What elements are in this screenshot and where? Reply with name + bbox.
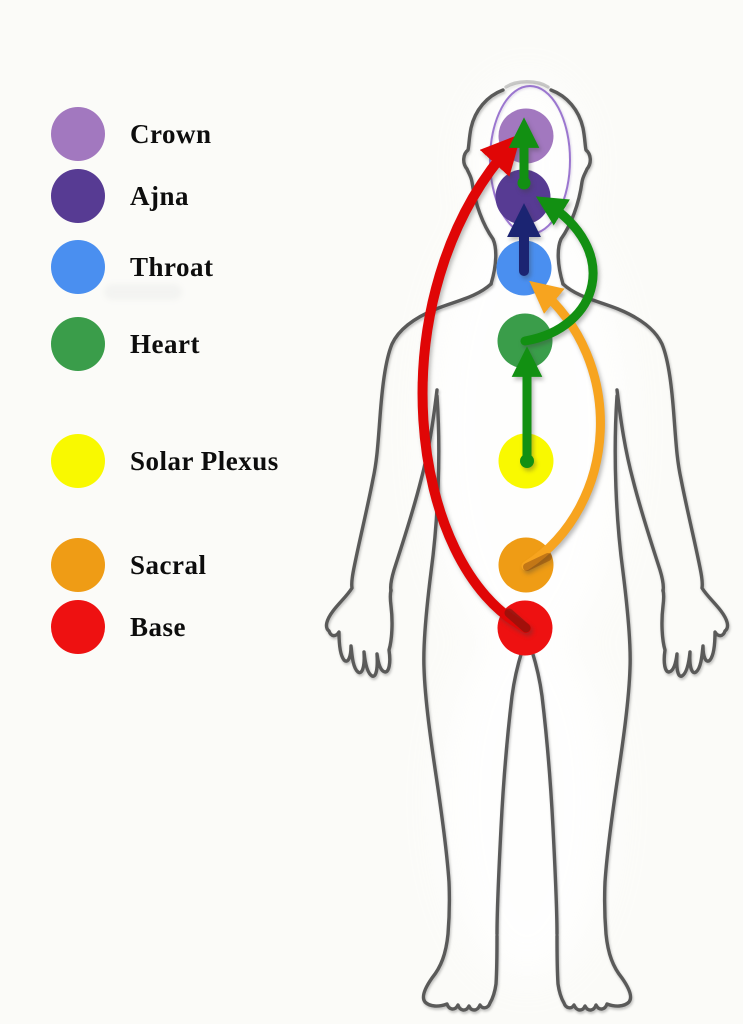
left-inner-arm-outline [388, 388, 439, 593]
heart-color-swatch [51, 317, 105, 371]
legend-label-sacral: Sacral [130, 549, 207, 580]
left-torso-leg-outline [421, 394, 499, 1012]
right-torso-leg-outline [555, 394, 633, 1012]
solar-plexus-color-swatch [51, 434, 105, 488]
head-top-outline [504, 80, 550, 89]
right-inner-leg-outline [530, 649, 559, 936]
legend-item-crown: Crown [51, 107, 212, 161]
body-outline [324, 80, 730, 1012]
head-left-outline [462, 88, 505, 286]
legend-label-throat: Throat [130, 251, 214, 282]
legend-item-ajna: Ajna [51, 169, 189, 223]
energy-arrows [417, 117, 605, 633]
chakra-legend: Crown Ajna Throat Heart Solar Plexus Sac… [0, 0, 320, 700]
legend-label-solar-plexus: Solar Plexus [130, 445, 279, 476]
legend-item-base: Base [51, 600, 186, 654]
right-arm-outline [561, 282, 730, 678]
arrow-heart-to-ajna [520, 196, 598, 346]
base-color-swatch [51, 600, 105, 654]
arrow-sacral-tail-shadow [523, 553, 552, 571]
legend-label-heart: Heart [130, 328, 200, 359]
legend-label-ajna: Ajna [130, 180, 190, 211]
left-inner-leg-outline [495, 649, 524, 936]
sacral-color-swatch [51, 538, 105, 592]
arrow-tail-dot-ajna [517, 176, 531, 190]
head-right-outline [549, 88, 592, 286]
arrow-base-to-crown [417, 133, 531, 633]
legend-label-crown: Crown [130, 118, 212, 149]
legend-label-base: Base [130, 611, 186, 642]
legend-item-throat: Throat [51, 240, 214, 294]
left-arm-outline [324, 282, 493, 678]
right-inner-arm-outline [615, 388, 666, 593]
legend-item-solar-plexus: Solar Plexus [51, 434, 279, 488]
throat-color-swatch [51, 240, 105, 294]
crown-color-swatch [51, 107, 105, 161]
legend-item-sacral: Sacral [51, 538, 207, 592]
faint-artifact [104, 284, 182, 300]
arrow-tail-dot-solar-plexus [520, 454, 534, 468]
ajna-color-swatch [51, 169, 105, 223]
legend-item-heart: Heart [51, 317, 200, 371]
arrow-base-tail-shadow [504, 608, 531, 633]
